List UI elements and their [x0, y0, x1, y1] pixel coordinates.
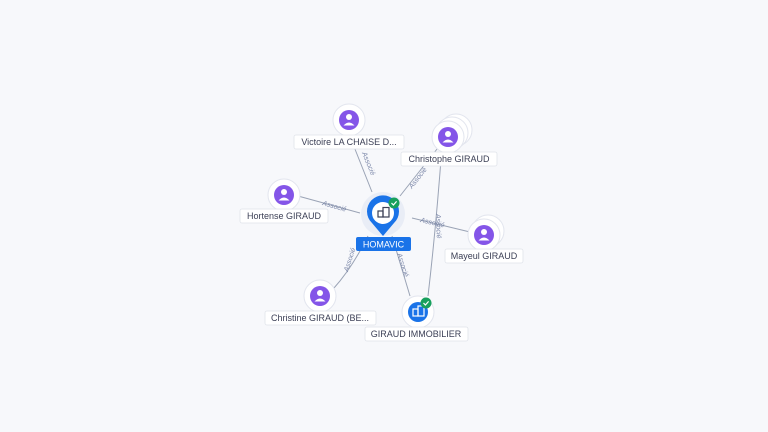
person-label: Hortense GIRAUD	[247, 211, 322, 221]
person-icon	[343, 114, 355, 126]
person-node-victoire[interactable]: Victoire LA CHAISE D...	[293, 103, 405, 150]
edge-label-c1: Associé	[395, 252, 410, 279]
company-label: GIRAUD IMMOBILIER	[371, 329, 462, 339]
center-company-node[interactable]: HOMAVIC	[356, 192, 411, 251]
building-icon	[412, 305, 425, 317]
person-node-hortense[interactable]: Hortense GIRAUD	[239, 178, 329, 224]
verified-check-icon	[420, 297, 432, 309]
edge-p4	[411, 217, 471, 233]
person-node-christophe[interactable]: Christophe GIRAUD	[400, 113, 498, 167]
center-company-label: HOMAVIC	[363, 240, 405, 250]
person-node-christine[interactable]: Christine GIRAUD (BE...	[264, 279, 377, 326]
person-icon	[314, 290, 326, 302]
person-icon	[278, 189, 290, 201]
person-label: Mayeul GIRAUD	[451, 251, 518, 261]
edge-label-p2-company: Associé	[434, 213, 442, 239]
person-icon	[478, 229, 490, 241]
edge-label-p1: Associé	[360, 150, 376, 176]
edge-p3	[297, 195, 361, 214]
company-node-giraud-immobilier[interactable]: GIRAUD IMMOBILIER	[364, 295, 469, 342]
person-label: Christophe GIRAUD	[408, 154, 490, 164]
edge-label-p5: Associé	[343, 247, 358, 274]
verified-check-icon	[388, 197, 400, 209]
person-label: Christine GIRAUD (BE...	[271, 313, 369, 323]
building-icon	[377, 206, 390, 218]
edge-label-p2: Associé	[407, 167, 428, 191]
person-icon	[442, 131, 454, 143]
person-label: Victoire LA CHAISE D...	[301, 137, 396, 147]
person-node-mayeul[interactable]: Mayeul GIRAUD	[444, 214, 524, 264]
